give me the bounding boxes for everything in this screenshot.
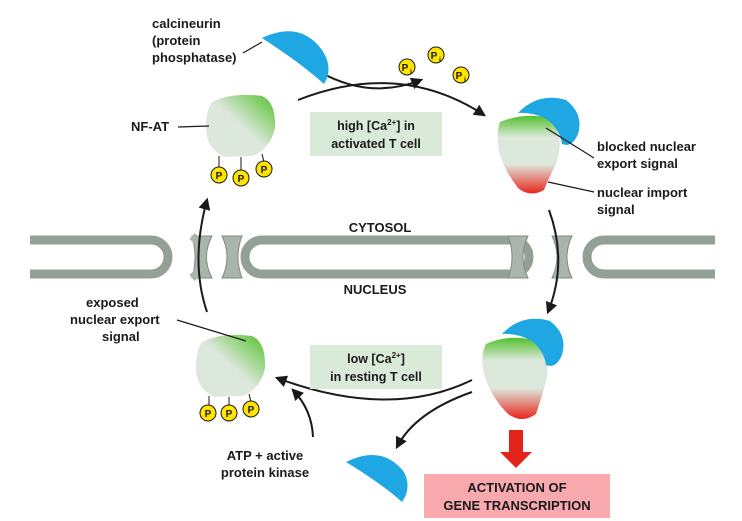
phosphate-group: P [255, 160, 273, 178]
activation-box: ACTIVATION OF GENE TRANSCRIPTION [424, 474, 610, 518]
atp-kinase-label-line2: protein kinase [221, 465, 309, 480]
arrow-atp-kinase [291, 388, 314, 438]
exposed-export-label-line2: nuclear export [70, 312, 160, 327]
membrane-right [582, 235, 715, 279]
import-signal-leader [547, 181, 595, 193]
nuclear-pore-4 [551, 235, 573, 279]
exposed-export-label-line3: signal [102, 329, 140, 344]
phosphate-group: P [199, 404, 217, 422]
nuclear-pore-1 [189, 232, 213, 282]
activation-text-line1: ACTIVATION OF [467, 480, 566, 495]
arrow-calcineurin-release [395, 391, 473, 450]
arrow-bottom [274, 375, 473, 401]
import-signal-label-line2: signal [597, 202, 635, 217]
nfat-label: NF-AT [131, 119, 169, 134]
arrow-left [197, 197, 211, 313]
svg-text:activated T cell: activated T cell [331, 137, 421, 151]
svg-text:P: P [226, 409, 233, 420]
cycle-arrows [197, 71, 560, 450]
svg-text:P: P [238, 174, 245, 185]
phosphate-group: P [210, 166, 228, 184]
svg-text:i: i [464, 77, 466, 84]
svg-text:i: i [439, 57, 441, 64]
low-calcium-box: low [Ca2+] in resting T cell [310, 345, 442, 389]
membrane-left [30, 235, 173, 279]
svg-text:high [Ca2+] in: high [Ca2+] in [337, 118, 415, 133]
calcineurin-label-line1: calcineurin [152, 16, 221, 31]
calcineurin-shape-bound-bottom [502, 318, 564, 366]
arrow-right [545, 209, 560, 315]
exposed-export-label-line1: exposed [86, 295, 139, 310]
nfat-protein-bottom-left: P P P [196, 334, 266, 422]
svg-text:P: P [216, 171, 223, 182]
membrane-center [240, 235, 534, 279]
svg-text:P: P [248, 405, 255, 416]
blocked-export-label-line2: export signal [597, 156, 678, 171]
svg-text:P: P [261, 165, 268, 176]
svg-text:P: P [456, 71, 463, 82]
calcineurin-label-line2: (protein [152, 33, 200, 48]
svg-text:in resting T cell: in resting T cell [330, 370, 422, 384]
calcineurin-shape-top [262, 31, 329, 84]
cytosol-label: CYTOSOL [349, 220, 412, 235]
transcription-red-arrow [500, 430, 532, 468]
calcineurin-label-line3: phosphatase) [152, 50, 237, 65]
phosphate-group: P [220, 404, 238, 422]
arrow-top [297, 82, 487, 117]
nuclear-pore-2 [221, 235, 243, 279]
nfat-leader [177, 125, 210, 128]
phosphate-released-1: P i [398, 58, 416, 76]
svg-text:P: P [205, 409, 212, 420]
blocked-export-label-line1: blocked nuclear [597, 139, 696, 154]
nfat-protein-top-left: P P P [206, 94, 276, 187]
nuclear-envelope [30, 232, 715, 282]
svg-text:P: P [431, 51, 438, 62]
phosphate-group: P [242, 400, 260, 418]
nfat-protein-top-right [497, 115, 560, 194]
phosphate-released-3: P i [452, 66, 470, 84]
nucleus-label: NUCLEUS [344, 282, 407, 297]
activation-text-line2: GENE TRANSCRIPTION [443, 498, 590, 513]
calcineurin-shape-bound-top [518, 97, 580, 145]
blocked-export-leader [545, 127, 595, 159]
calcineurin-shape-released-bottom [346, 454, 408, 502]
exposed-export-leader [176, 319, 247, 342]
atp-kinase-label-line1: ATP + active [227, 448, 303, 463]
svg-text:i: i [410, 69, 412, 76]
high-calcium-box: high [Ca2+] in activated T cell [310, 112, 442, 156]
svg-text:low [Ca2+]: low [Ca2+] [347, 351, 405, 366]
calcineurin-leader [242, 41, 263, 54]
phosphate-group: P [232, 169, 250, 187]
arrow-pi-release [319, 71, 424, 90]
nfat-protein-bottom-right [482, 337, 548, 419]
import-signal-label-line1: nuclear import [597, 185, 688, 200]
nuclear-pore-3 [507, 235, 529, 279]
phosphate-released-2: P i [427, 46, 445, 64]
svg-text:P: P [402, 63, 409, 74]
